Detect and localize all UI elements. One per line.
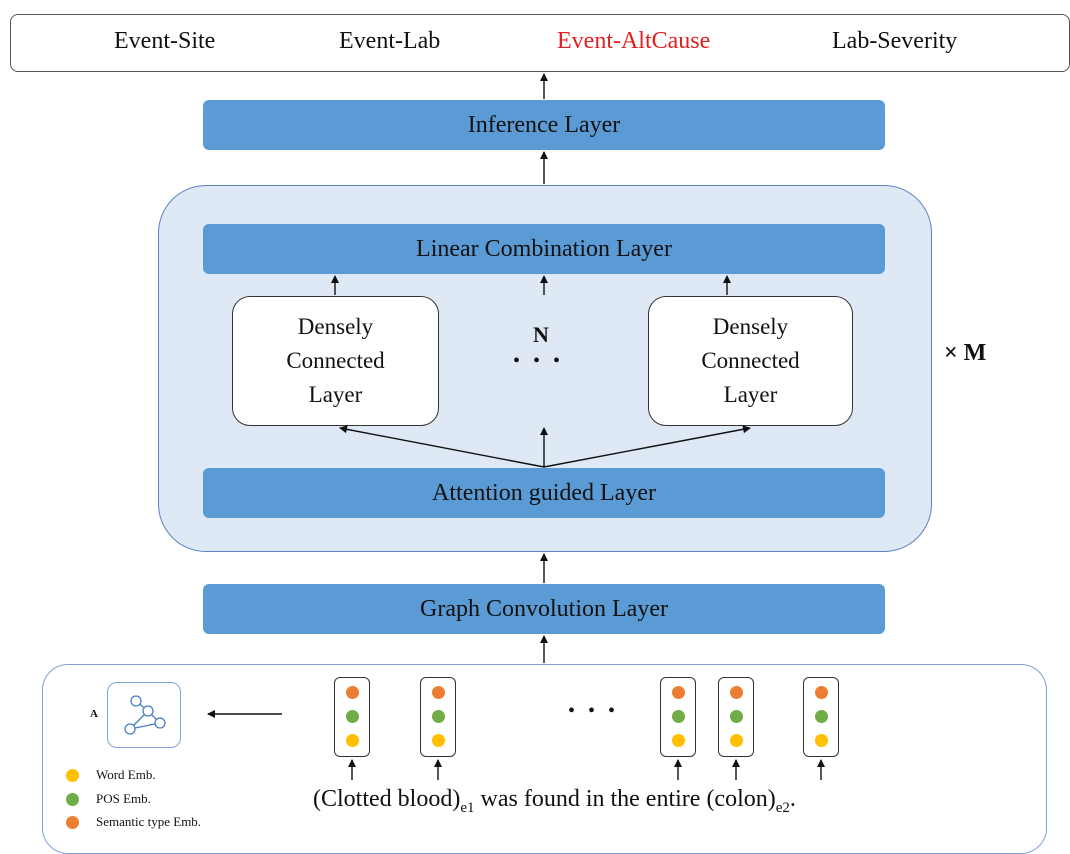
word-dot (432, 734, 445, 747)
entity2-subscript: e2 (775, 799, 790, 816)
dense-left-line2: Connected (286, 348, 385, 373)
adjacency-graph-icon (107, 682, 181, 748)
word-emb-dot (66, 769, 79, 782)
output-label-event-altcause: Event-AltCause (557, 28, 711, 54)
input-embedding-box (42, 664, 1047, 854)
repeat-m-label: × M (944, 340, 987, 366)
output-label-event-site: Event-Site (114, 28, 216, 54)
token-embedding-2 (420, 677, 456, 757)
token-embedding-5 (803, 677, 839, 757)
densely-connected-layer-right: Densely Connected Layer (648, 296, 853, 426)
dense-right-line3: Layer (723, 382, 778, 407)
dense-right-line2: Connected (701, 348, 800, 373)
pos-dot (730, 710, 743, 723)
module-ellipsis: • • • (513, 350, 565, 372)
word-dot (672, 734, 685, 747)
attention-guided-layer-label: Attention guided Layer (432, 479, 656, 506)
legend-pos-emb: POS Emb. (96, 791, 151, 806)
input-sentence: (Clotted blood)e1 was found in the entir… (313, 786, 796, 817)
token-embedding-1 (334, 677, 370, 757)
pos-dot (346, 710, 359, 723)
legend-word-emb: Word Emb. (96, 767, 156, 782)
adjacency-label: A (90, 708, 98, 720)
pos-dot (432, 710, 445, 723)
entity1-text: (Clotted blood) (313, 786, 461, 812)
semantic-dot (346, 686, 359, 699)
semantic-dot (815, 686, 828, 699)
token-embedding-3 (660, 677, 696, 757)
pos-dot (672, 710, 685, 723)
attention-guided-layer: Attention guided Layer (203, 468, 885, 518)
word-dot (730, 734, 743, 747)
dense-left-line3: Layer (308, 382, 363, 407)
arrow-attention-to-dense-left (339, 425, 545, 468)
inference-layer: Inference Layer (203, 100, 885, 150)
semantic-emb-dot (66, 816, 79, 829)
arrow-attention-to-dense-right (543, 425, 751, 468)
inference-layer-label: Inference Layer (467, 111, 621, 138)
pos-emb-dot (66, 793, 79, 806)
sentence-middle-text: was found in the entire (colon) (474, 786, 776, 812)
semantic-dot (672, 686, 685, 699)
densely-connected-layer-left: Densely Connected Layer (232, 296, 439, 426)
semantic-dot (432, 686, 445, 699)
output-label-event-lab: Event-Lab (339, 28, 441, 54)
token-embedding-4 (718, 677, 754, 757)
output-label-lab-severity: Lab-Severity (832, 28, 958, 54)
pos-dot (815, 710, 828, 723)
word-dot (815, 734, 828, 747)
token-ellipsis: • • • (568, 700, 620, 722)
linear-combination-layer: Linear Combination Layer (203, 224, 885, 274)
semantic-dot (730, 686, 743, 699)
legend-semantic-emb: Semantic type Emb. (96, 814, 202, 829)
dense-right-line1: Densely (712, 314, 789, 339)
sentence-end-text: . (789, 786, 796, 812)
output-relations-box: Event-Site Event-Lab Event-AltCause Lab-… (10, 14, 1070, 72)
linear-combination-layer-label: Linear Combination Layer (416, 235, 672, 262)
word-dot (346, 734, 359, 747)
n-label: N (533, 322, 549, 347)
graph-convolution-layer-label: Graph Convolution Layer (420, 595, 668, 622)
entity1-subscript: e1 (460, 799, 475, 816)
dense-left-line1: Densely (297, 314, 374, 339)
legend: Word Emb. POS Emb. Semantic type Emb. (60, 765, 240, 835)
graph-convolution-layer: Graph Convolution Layer (203, 584, 885, 634)
